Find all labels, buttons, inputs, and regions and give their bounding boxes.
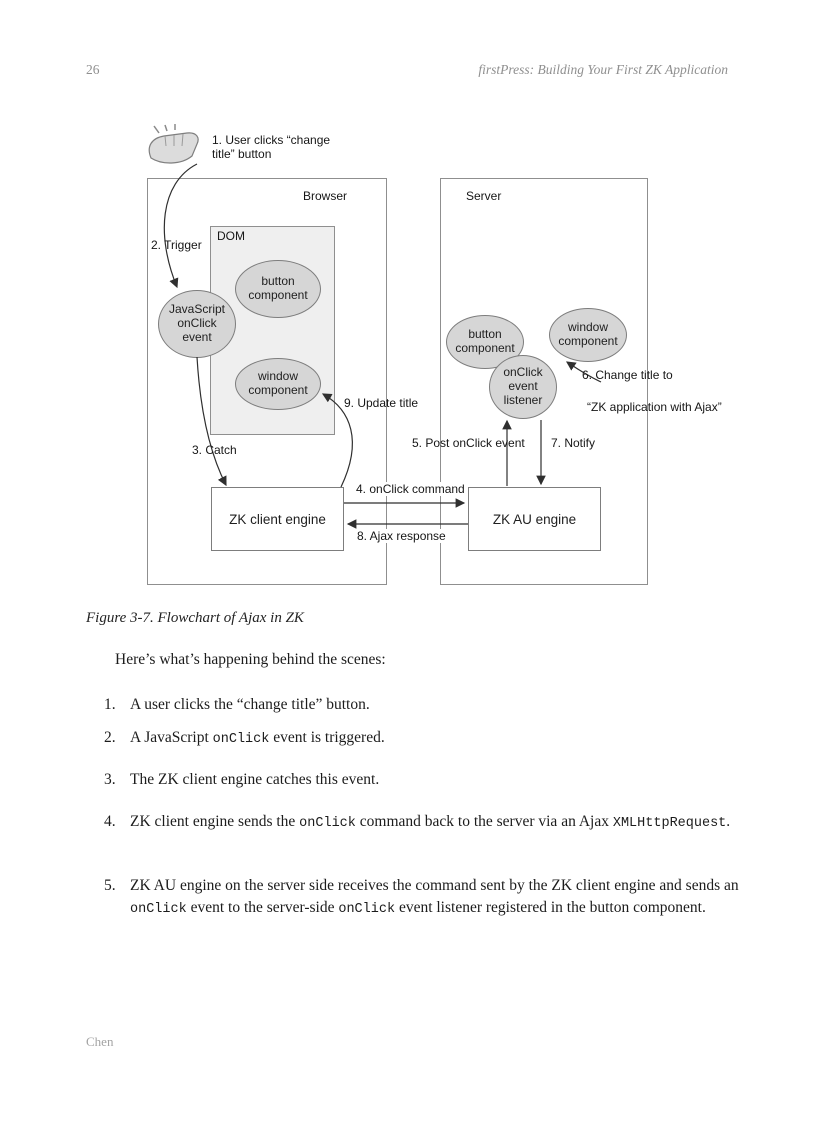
node-label: window component xyxy=(248,369,308,397)
list-item-text: event listener registered in the button … xyxy=(395,899,706,916)
page-number: 26 xyxy=(86,62,100,77)
step2-trigger-label: 2. Trigger xyxy=(151,238,202,252)
list-item-number: 5. xyxy=(104,877,116,894)
step1-click-label: 1. User clicks “change title” button xyxy=(212,133,331,161)
step9-update-title-label: 9. Update title xyxy=(344,396,419,410)
dom-label: DOM xyxy=(217,229,245,243)
list-item-text: ZK client engine sends the xyxy=(130,813,300,830)
intro-sentence: Here’s what’s happening behind the scene… xyxy=(115,651,386,668)
step8-ajax-response-label: 8. Ajax response xyxy=(357,529,446,543)
node-window-component-server: window component xyxy=(549,308,627,362)
list-item-2: 2. A JavaScript onClick event is trigger… xyxy=(104,727,740,751)
footer-author: Chen xyxy=(86,1034,114,1049)
list-item-number: 3. xyxy=(104,771,116,788)
step5-post-onclick-label: 5. Post onClick event xyxy=(412,436,525,450)
figure-caption: Figure 3-7. Flowchart of Ajax in ZK xyxy=(86,610,304,626)
node-button-component-server: button component xyxy=(446,315,524,369)
step7-notify-label: 7. Notify xyxy=(551,436,596,450)
engine-label: ZK client engine xyxy=(229,511,326,527)
browser-label: Browser xyxy=(303,189,348,203)
server-label: Server xyxy=(466,189,502,203)
node-button-component-browser: button component xyxy=(235,260,321,318)
list-item-text: event to the server-side xyxy=(186,899,339,916)
step4-onclick-command-label: 4. onClick command xyxy=(356,482,465,496)
list-item-1: 1. A user clicks the “change title” butt… xyxy=(104,694,740,716)
list-item-number: 4. xyxy=(104,813,116,830)
node-label: button component xyxy=(455,327,515,355)
engine-label: ZK AU engine xyxy=(492,511,577,527)
list-item-number: 1. xyxy=(104,696,116,713)
list-item-5: 5. ZK AU engine on the server side recei… xyxy=(104,875,740,921)
node-onclick-event-listener: onClick event listener xyxy=(489,355,557,419)
inline-code: onClick xyxy=(212,732,270,747)
list-item-text: A JavaScript xyxy=(130,729,213,746)
step6-change-title-label-line2: “ZK application with Ajax” xyxy=(587,400,722,414)
node-javascript-onclick-event: JavaScript onClick event xyxy=(158,290,236,358)
list-item-text: ZK AU engine on the server side receives… xyxy=(130,877,739,894)
node-label: JavaScript onClick event xyxy=(168,302,226,344)
hand-click-icon xyxy=(148,124,199,164)
zk-au-engine-box: ZK AU engine xyxy=(468,487,601,551)
zk-client-engine-box: ZK client engine xyxy=(211,487,344,551)
list-item-text: event is triggered. xyxy=(269,729,385,746)
node-label: onClick event listener xyxy=(503,365,543,407)
list-item-4: 4. ZK client engine sends the onClick co… xyxy=(104,811,740,835)
node-label: window component xyxy=(558,320,618,348)
list-item-number: 2. xyxy=(104,729,116,746)
inline-code: onClick xyxy=(338,902,396,917)
list-item-text: The ZK client engine catches this event. xyxy=(130,771,380,788)
inline-code: onClick xyxy=(299,816,356,831)
list-item-text: A user clicks the “change title” button. xyxy=(130,696,370,713)
list-item-3: 3. The ZK client engine catches this eve… xyxy=(104,769,740,791)
inline-code: onClick xyxy=(130,902,187,917)
running-header: firstPress: Building Your First ZK Appli… xyxy=(478,62,728,77)
list-item-text: command back to the server via an Ajax xyxy=(355,813,613,830)
step3-catch-label: 3. Catch xyxy=(192,443,237,457)
inline-code: XMLHttpRequest xyxy=(612,816,727,831)
node-label: button component xyxy=(248,274,308,302)
node-window-component-browser: window component xyxy=(235,358,321,410)
list-item-text: . xyxy=(726,813,731,830)
step6-change-title-label-line1: 6. Change title to xyxy=(582,368,673,382)
